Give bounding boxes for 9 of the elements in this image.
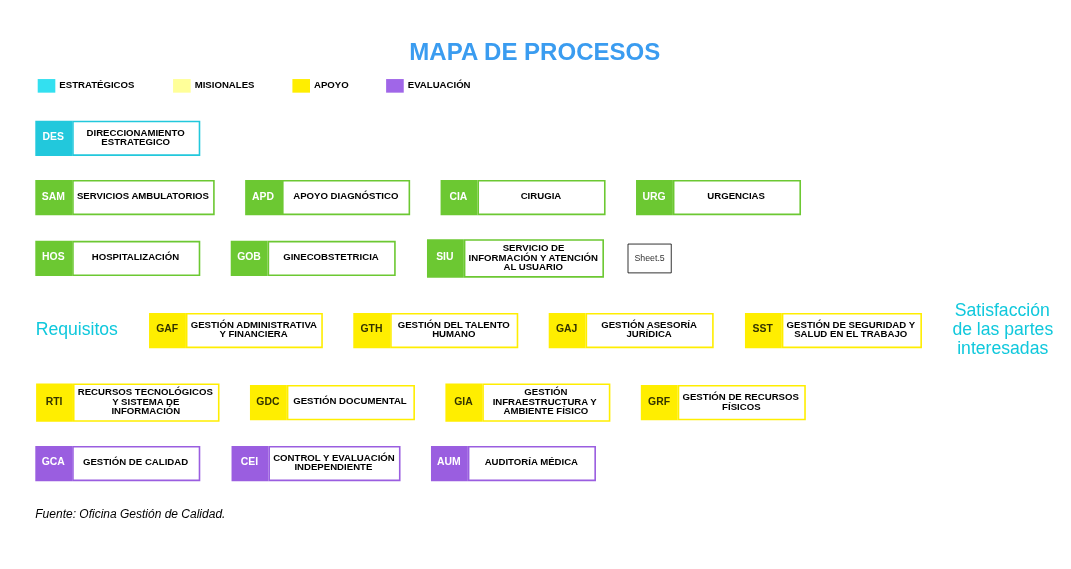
legend-label: EVALUACIÓN bbox=[407, 78, 471, 90]
legend-label: ESTRATÉGICOS bbox=[59, 78, 135, 90]
label: Sheet.5 bbox=[634, 252, 665, 263]
legend-label: APOYO bbox=[314, 78, 349, 90]
label: Requisitos bbox=[35, 319, 118, 340]
diagram-title: MAPA DE PROCESOS bbox=[409, 37, 661, 65]
caption: Fuente: Oficina Gestión de Calidad. bbox=[35, 507, 226, 522]
label: Satisfacción de las partes interesadas bbox=[952, 299, 1054, 359]
legend-label: MISIONALES bbox=[194, 78, 255, 90]
